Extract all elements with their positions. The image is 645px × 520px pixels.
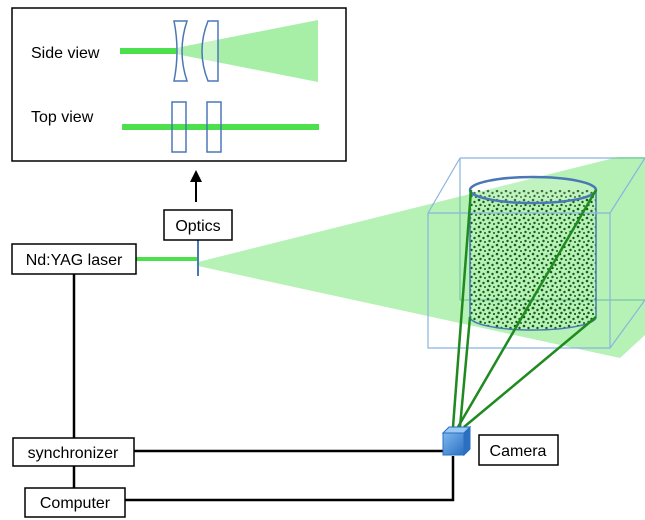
concave-lens — [173, 20, 189, 82]
side-view-expanding-beam — [176, 20, 318, 82]
optics-label: Optics — [175, 218, 220, 235]
camera-view-rays — [451, 189, 598, 428]
convex-lens — [201, 20, 219, 82]
cylinder-top — [468, 175, 598, 205]
optics-inset: Side view Top view — [11, 7, 347, 162]
synchronizer-label: synchronizer — [28, 445, 119, 462]
connection-wires — [72, 274, 455, 502]
camera-label: Camera — [490, 443, 547, 460]
synchronizer-box: synchronizer — [12, 437, 135, 467]
top-view-lens-1 — [171, 101, 187, 153]
light-sheet-and-tank — [198, 157, 645, 428]
wire-computer-camera — [125, 456, 455, 502]
top-view-optics — [122, 101, 319, 153]
top-view-lens-2 — [206, 101, 222, 153]
side-view-optics — [120, 20, 318, 82]
optics-zoom-arrow — [190, 170, 202, 202]
camera-icon — [441, 425, 472, 457]
tank-front-edges — [427, 157, 645, 349]
side-view-input-beam — [120, 48, 176, 54]
camera-box: Camera — [478, 434, 559, 466]
laser-box: Nd:YAG laser — [11, 243, 137, 275]
side-view-label: Side view — [31, 45, 100, 62]
optics-box: Optics — [163, 209, 233, 241]
laser-label: Nd:YAG laser — [26, 252, 123, 269]
laser-beam — [136, 257, 198, 261]
seeded-cylinder — [468, 175, 598, 331]
top-view-label: Top view — [31, 109, 94, 126]
computer-label: Computer — [40, 495, 111, 512]
computer-box: Computer — [24, 487, 126, 518]
